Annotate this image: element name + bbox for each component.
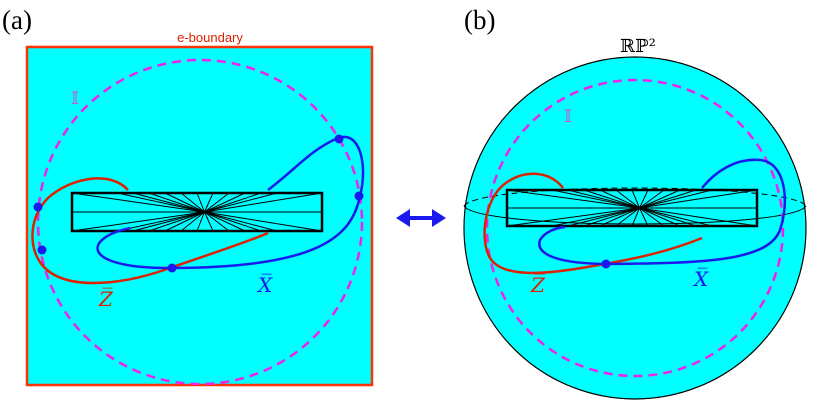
star-ray bbox=[599, 189, 640, 209]
star-ray bbox=[639, 189, 681, 209]
star-ray bbox=[639, 207, 758, 227]
star-ray bbox=[204, 211, 230, 232]
star-ray bbox=[204, 211, 323, 232]
star-ray bbox=[196, 192, 205, 213]
curve-z-a bbox=[31, 177, 269, 285]
panel-a-label: (a) bbox=[2, 5, 32, 35]
ii-label-b: 𝕀 bbox=[564, 107, 572, 127]
star-ray bbox=[204, 192, 262, 213]
curve-z-b bbox=[483, 172, 703, 275]
label-x-a: X̅ bbox=[256, 272, 273, 297]
star-ray bbox=[204, 192, 323, 213]
star-ray bbox=[204, 211, 262, 232]
star-ray bbox=[639, 189, 697, 209]
panel-b-label: (b) bbox=[464, 5, 495, 35]
star-ray bbox=[204, 211, 246, 232]
star-ray bbox=[583, 207, 640, 227]
star-ray bbox=[148, 211, 205, 232]
star-ray bbox=[164, 211, 205, 232]
star-ray bbox=[567, 189, 640, 209]
star-ray bbox=[132, 192, 205, 213]
star-rectangle-a bbox=[70, 191, 324, 233]
e-boundary-label: e-boundary bbox=[177, 30, 243, 45]
star-ray bbox=[639, 189, 665, 209]
star-ray bbox=[567, 207, 640, 227]
sphere bbox=[463, 56, 807, 400]
star-ray bbox=[599, 207, 640, 227]
label-x-b: X̅ bbox=[692, 266, 709, 291]
ii-label-a: 𝕀 bbox=[71, 89, 79, 109]
star-ray bbox=[615, 207, 640, 227]
star-ray bbox=[116, 211, 205, 232]
star-ray bbox=[164, 192, 205, 213]
star-ray bbox=[71, 211, 205, 232]
curve-x-b bbox=[538, 158, 787, 266]
star-ray bbox=[551, 207, 640, 227]
star-ray bbox=[148, 192, 205, 213]
star-ray bbox=[71, 192, 205, 213]
star-ray bbox=[639, 189, 758, 209]
label-z-b: Z̅ bbox=[530, 272, 546, 297]
star-ray bbox=[204, 192, 278, 213]
star-ray bbox=[196, 211, 205, 232]
star-ray bbox=[551, 189, 640, 209]
star-ray bbox=[639, 207, 649, 227]
star-ray bbox=[506, 207, 640, 227]
star-ray bbox=[132, 211, 205, 232]
dashed-circle-b bbox=[485, 78, 785, 378]
star-ray bbox=[506, 189, 640, 209]
star-ray bbox=[639, 207, 665, 227]
star-ray bbox=[639, 189, 713, 209]
star-ray bbox=[180, 192, 205, 213]
double-arrow-icon bbox=[396, 209, 446, 227]
dot-left-bottom-a bbox=[37, 245, 47, 255]
dot-bottom-b bbox=[601, 259, 611, 269]
star-ray bbox=[204, 192, 230, 213]
star-ray bbox=[116, 192, 205, 213]
star-ray bbox=[204, 192, 214, 213]
star-ray bbox=[631, 207, 640, 227]
star-ray bbox=[180, 211, 205, 232]
sphere-label: ℝℙ² bbox=[620, 36, 656, 57]
star-ray bbox=[639, 207, 713, 227]
star-ray bbox=[204, 211, 214, 232]
star-ray bbox=[204, 192, 246, 213]
dashed-circle-a bbox=[36, 58, 364, 385]
star-ray bbox=[615, 189, 640, 209]
label-z-a: Z̅ bbox=[98, 286, 114, 311]
star-ray bbox=[583, 189, 640, 209]
star-ray bbox=[204, 211, 278, 232]
star-rectangle-b bbox=[505, 188, 759, 228]
star-ray bbox=[639, 189, 649, 209]
star-ray bbox=[639, 207, 681, 227]
star-ray bbox=[639, 207, 697, 227]
dot-bottom-a bbox=[167, 263, 177, 273]
dot-right-a bbox=[354, 191, 364, 201]
star-ray bbox=[631, 189, 640, 209]
dot-top-right-a bbox=[334, 134, 344, 144]
dot-left-top-a bbox=[33, 202, 43, 212]
